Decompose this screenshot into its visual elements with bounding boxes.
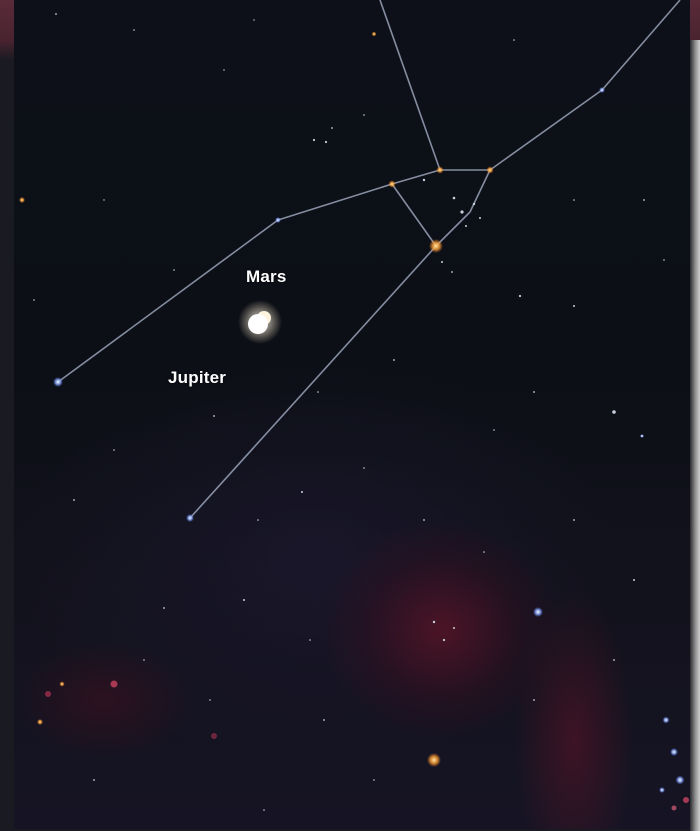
star: [393, 359, 395, 361]
star: [373, 779, 375, 781]
constellation-line: [435, 211, 471, 247]
star: [253, 19, 255, 21]
star: [441, 261, 443, 263]
constellation-line: [601, 0, 681, 91]
star: [363, 467, 365, 469]
star: [223, 69, 225, 71]
aldebaran-star: [429, 239, 443, 253]
star: [309, 639, 311, 641]
star: [243, 599, 245, 601]
star: [103, 199, 105, 201]
star: [460, 210, 464, 214]
star: [453, 627, 455, 629]
star: [186, 514, 194, 522]
star: [388, 180, 396, 188]
star: [472, 202, 476, 206]
star: [513, 39, 515, 41]
star: [133, 29, 135, 31]
star: [301, 491, 303, 493]
star: [465, 225, 467, 227]
star: [33, 299, 35, 301]
frame-edge: [690, 40, 700, 831]
star: [533, 391, 535, 393]
star: [363, 114, 365, 116]
star: [55, 13, 57, 15]
constellation-line: [189, 245, 437, 519]
star: [113, 449, 115, 451]
constellation-line: [391, 169, 441, 185]
star: [671, 805, 677, 811]
star: [483, 551, 485, 553]
star: [479, 217, 481, 219]
night-sky-image: Mars Jupiter: [14, 0, 690, 829]
star: [371, 31, 377, 37]
star: [45, 691, 51, 697]
star: [675, 775, 685, 785]
constellation-line: [391, 183, 437, 247]
sky-chart: [19, 0, 689, 811]
constellation-line: [57, 219, 279, 383]
star: [317, 391, 319, 393]
star: [573, 305, 575, 307]
star: [451, 271, 453, 273]
star: [640, 434, 644, 438]
star: [37, 719, 43, 725]
jupiter-planet: [248, 314, 268, 334]
planet-pair: [238, 300, 282, 344]
star: [436, 166, 444, 174]
star: [423, 519, 425, 521]
star: [427, 753, 441, 767]
star: [612, 410, 616, 414]
star: [662, 716, 670, 724]
star: [143, 659, 145, 661]
star: [323, 719, 325, 721]
constellation-line: [489, 89, 603, 171]
star: [518, 294, 522, 298]
constellation-line: [277, 183, 393, 221]
star: [432, 620, 436, 624]
star: [59, 681, 65, 687]
star: [573, 199, 575, 201]
star: [275, 217, 281, 223]
star: [209, 699, 211, 701]
star: [670, 748, 678, 756]
star: [19, 197, 25, 203]
constellation-lines: [57, 0, 681, 519]
star: [663, 259, 665, 261]
star: [257, 519, 259, 521]
mars-label: Mars: [246, 267, 287, 286]
star: [533, 699, 535, 701]
star: [163, 607, 165, 609]
colored-stars: [19, 31, 689, 811]
star: [599, 87, 605, 93]
star: [493, 429, 495, 431]
star: [263, 809, 265, 811]
constellation-line: [379, 0, 441, 171]
star: [573, 519, 575, 521]
star: [173, 269, 175, 271]
constellation-line: [469, 169, 491, 213]
star: [93, 779, 95, 781]
star: [324, 140, 328, 144]
star: [533, 607, 543, 617]
background-stars: [33, 13, 665, 811]
star: [659, 787, 665, 793]
star: [73, 499, 75, 501]
star: [442, 638, 446, 642]
star: [633, 579, 635, 581]
star: [486, 166, 494, 174]
star: [213, 415, 215, 417]
star: [452, 196, 456, 200]
star: [422, 178, 426, 182]
star: [211, 733, 217, 739]
star: [53, 377, 63, 387]
star: [110, 680, 118, 688]
star: [331, 127, 333, 129]
star: [613, 659, 615, 661]
jupiter-label: Jupiter: [168, 368, 227, 387]
star: [683, 797, 689, 803]
star: [312, 138, 316, 142]
star: [643, 199, 645, 201]
